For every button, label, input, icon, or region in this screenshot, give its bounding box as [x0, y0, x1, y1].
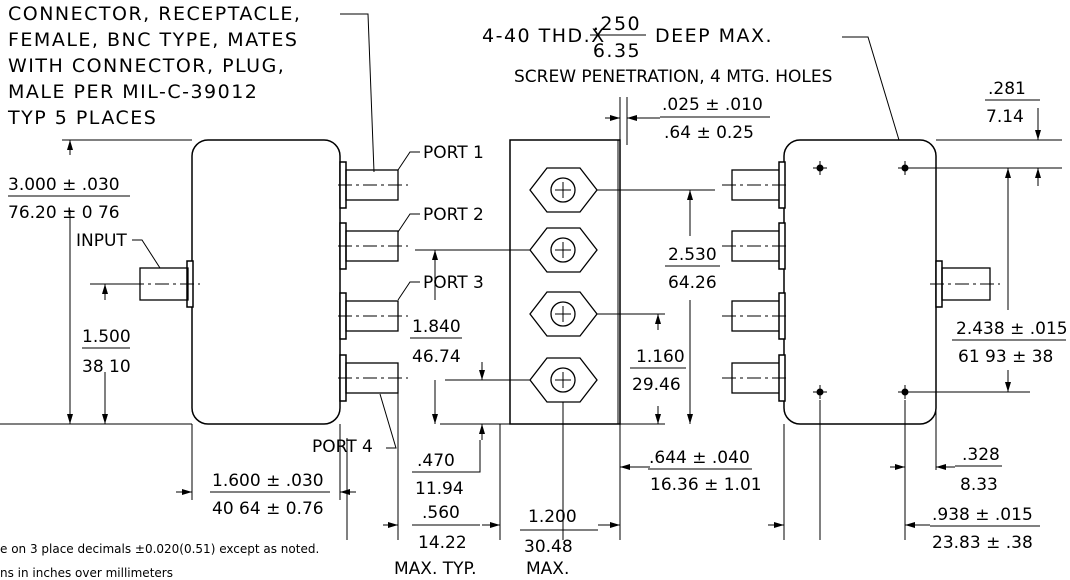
- dim-644-in: .644 ± .040: [649, 448, 750, 468]
- left-view: PORT 1 PORT 2 PORT 3 PORT 4 INPUT 3.000 …: [0, 139, 484, 540]
- dim-1200-in: 1.200: [528, 507, 577, 527]
- callout-line-5: TYP 5 PLACES: [7, 107, 157, 129]
- dim-560-note: MAX. TYP.: [394, 559, 477, 579]
- callout-line-1: CONNECTOR, RECEPTACLE,: [8, 3, 301, 25]
- housing-side: [509, 139, 621, 425]
- dim-1840-mm: 46.74: [412, 347, 461, 367]
- dim-938-in: .938 ± .015: [932, 505, 1033, 525]
- dim-560-in: .560: [422, 503, 460, 523]
- port-3-label: PORT 3: [423, 273, 484, 293]
- tolerance-notes: e on 3 place decimals ±0.020(0.51) excep…: [0, 542, 319, 580]
- port-2-label: PORT 2: [423, 205, 484, 225]
- port-4-label: PORT 4: [312, 437, 373, 457]
- middle-view: .025 ± .010 .64 ± 0.25 2.530 64.26 1.840…: [383, 95, 770, 579]
- dim-3000-in: 3.000 ± .030: [8, 175, 120, 195]
- dim-1600-mm: 40 64 ± 0.76: [212, 499, 324, 519]
- thread-leader: [842, 36, 906, 161]
- dim-1160-mm: 29.46: [632, 375, 681, 395]
- dim-644-mm: 16.36 ± 1.01: [650, 475, 762, 495]
- dim-470-in: .470: [417, 451, 455, 471]
- callout-line-4: MALE PER MIL-C-39012: [8, 81, 258, 103]
- mounting-holes: [813, 161, 912, 399]
- thread-numerator: .250: [593, 13, 641, 35]
- dim-1840-in: 1.840: [412, 317, 461, 337]
- dim-2438-mm: 61 93 ± 38: [958, 347, 1053, 367]
- back-connectors: [722, 161, 790, 402]
- port-1-label: PORT 1: [423, 143, 484, 163]
- dim-1160-in: 1.160: [636, 347, 685, 367]
- connector-leader: [340, 13, 375, 173]
- dim-281-in: .281: [988, 79, 1026, 99]
- dim-281-mm: 7.14: [986, 107, 1024, 127]
- dim-2438-in: 2.438 ± .015: [956, 319, 1068, 339]
- right-view: .281 7.14 2.438 ± .015 61 93 ± 38 .328 8…: [722, 79, 1068, 553]
- dim-1200-note: MAX.: [526, 559, 569, 579]
- dim-1200-mm: 30.48: [524, 537, 573, 557]
- dim-938-mm: 23.83 ± .38: [932, 533, 1033, 553]
- dim-2530-mm: 64.26: [668, 273, 717, 293]
- screw-penetration-note: SCREW PENETRATION, 4 MTG. HOLES: [514, 67, 832, 87]
- dim-025-in: .025 ± .010: [662, 95, 763, 115]
- dim-3000-mm: 76.20 ± 0 76: [8, 203, 120, 223]
- dim-2530-in: 2.530: [668, 245, 717, 265]
- thread-suffix: DEEP MAX.: [655, 25, 773, 47]
- callout-line-3: WITH CONNECTOR, PLUG,: [8, 55, 285, 77]
- hex-connectors: [529, 167, 598, 403]
- dim-328-in: .328: [962, 445, 1000, 465]
- housing-back: [783, 139, 937, 425]
- units-note: ns in inches over millimeters: [0, 566, 173, 580]
- output-connectors: [338, 161, 408, 402]
- dim-470-mm: 11.94: [415, 479, 464, 499]
- thread-denominator: 6.35: [593, 40, 641, 62]
- dim-560-mm: 14.22: [418, 533, 467, 553]
- dim-1500-mm: 38 10: [82, 357, 131, 377]
- callout-line-2: FEMALE, BNC TYPE, MATES: [8, 29, 298, 51]
- connector-callout: CONNECTOR, RECEPTACLE, FEMALE, BNC TYPE,…: [7, 3, 375, 173]
- thread-callout: 4-40 THD.X .250 6.35 DEEP MAX. SCREW PEN…: [482, 13, 906, 161]
- thread-prefix: 4-40 THD.X: [482, 25, 606, 47]
- housing-left: [191, 139, 341, 425]
- input-label: INPUT: [76, 231, 127, 251]
- dim-1500-in: 1.500: [82, 327, 131, 347]
- dim-025-mm: .64 ± 0.25: [664, 123, 754, 143]
- dim-1600-in: 1.600 ± .030: [212, 471, 324, 491]
- dim-328-mm: 8.33: [960, 475, 998, 495]
- tolerance-note: e on 3 place decimals ±0.020(0.51) excep…: [0, 542, 319, 556]
